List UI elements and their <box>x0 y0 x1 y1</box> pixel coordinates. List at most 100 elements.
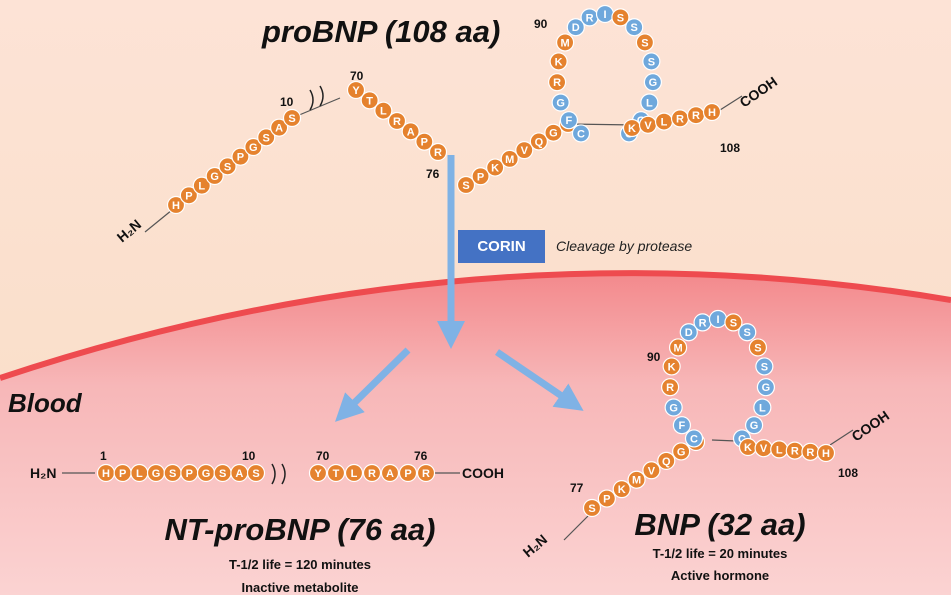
svg-text:P: P <box>421 137 428 149</box>
bnp-loop-residue: I <box>708 309 728 329</box>
svg-text:P: P <box>603 494 610 506</box>
svg-text:Y: Y <box>352 85 360 97</box>
bnp-marker-77: 77 <box>570 481 584 495</box>
probnp-seg2-residue: P <box>415 132 434 151</box>
svg-text:R: R <box>434 147 442 159</box>
bnp-loop-residue: M <box>668 338 688 357</box>
bnp-loop-residue: S <box>755 357 774 376</box>
svg-text:V: V <box>644 120 652 132</box>
svg-text:V: V <box>521 145 529 157</box>
bnp-loop-residue: D <box>679 323 698 342</box>
bnp-loop-residue: S <box>724 313 743 332</box>
svg-text:F: F <box>566 115 573 127</box>
ntprobnp-seg1-residue: H <box>96 463 116 483</box>
svg-text:H: H <box>102 468 110 480</box>
probnp-tail-in-residue: K <box>486 158 505 177</box>
bnp-marker-90: 90 <box>647 350 661 364</box>
svg-text:K: K <box>555 56 563 68</box>
ntprobnp-seg1-residue: P <box>180 463 199 483</box>
ntprobnp-seg2-residue: Y <box>308 463 328 483</box>
svg-text:G: G <box>750 420 759 432</box>
probnp-loop-residue: G <box>551 93 570 112</box>
probnp-seg1-residue: L <box>192 176 211 195</box>
svg-text:L: L <box>759 402 766 414</box>
svg-text:R: R <box>422 468 430 480</box>
bnp-loop-residue: C <box>684 429 704 448</box>
ntprobnp-seg2-residue: L <box>344 463 364 483</box>
probnp-marker-70: 70 <box>350 69 364 83</box>
svg-text:L: L <box>198 181 205 193</box>
svg-text:R: R <box>368 468 376 480</box>
probnp-loop-residue: C <box>571 124 591 143</box>
ntprobnp-seg1-residue: G <box>146 463 166 483</box>
probnp-loop-residue: M <box>555 33 575 52</box>
probnp-tail-out-residue: L <box>654 112 674 131</box>
bnp-tail-in-residue: K <box>612 480 631 499</box>
svg-text:S: S <box>462 180 469 192</box>
svg-text:R: R <box>666 382 674 394</box>
svg-text:I: I <box>716 314 719 326</box>
bnp-tail-in-residue: G <box>672 442 691 461</box>
svg-text:L: L <box>646 97 653 109</box>
probnp-marker-108: 108 <box>720 141 740 155</box>
svg-text:A: A <box>386 468 394 480</box>
probnp-seg1-residue: H <box>166 195 186 215</box>
svg-text:R: R <box>699 317 707 329</box>
ntprobnp-marker-10: 10 <box>242 449 256 463</box>
probnp-loop-residue: S <box>635 33 655 52</box>
svg-text:S: S <box>263 132 270 144</box>
bnp-loop-residue: G <box>744 416 764 435</box>
svg-text:S: S <box>224 161 231 173</box>
svg-text:M: M <box>561 37 570 49</box>
bnp-half-life: T-1/2 life = 20 minutes <box>652 546 788 561</box>
svg-text:Y: Y <box>314 468 322 480</box>
bnp-title: BNP (32 aa) <box>634 507 806 542</box>
probnp-tail-out-residue: H <box>702 102 722 122</box>
svg-text:P: P <box>404 468 411 480</box>
probnp-tail-out-residue: V <box>638 115 658 134</box>
blood-region <box>0 273 951 595</box>
svg-text:P: P <box>186 468 193 480</box>
ntprobnp-role: Inactive metabolite <box>241 580 359 595</box>
svg-text:V: V <box>648 465 656 477</box>
svg-text:G: G <box>677 446 686 458</box>
ntprobnp-marker-76: 76 <box>414 449 428 463</box>
probnp-tail-in-residue: G <box>544 123 563 142</box>
probnp-loop-residue: G <box>643 73 662 92</box>
probnp-tail-out-residue: R <box>686 106 706 125</box>
bnp-tail-out-residue: K <box>738 437 758 457</box>
svg-text:S: S <box>744 327 751 339</box>
svg-text:R: R <box>393 116 401 128</box>
svg-text:H: H <box>822 448 830 460</box>
svg-text:G: G <box>762 382 771 394</box>
ntprobnp-seg2-residue: R <box>416 463 436 483</box>
svg-text:R: R <box>806 447 814 459</box>
svg-text:T: T <box>333 468 340 480</box>
svg-text:L: L <box>776 444 783 456</box>
svg-text:L: L <box>136 468 143 480</box>
svg-text:R: R <box>791 446 799 458</box>
ntprobnp-seg2-residue: R <box>362 463 382 483</box>
svg-text:H: H <box>708 107 716 119</box>
probnp-seg1-residue: A <box>270 118 289 137</box>
svg-text:L: L <box>351 468 358 480</box>
bnp-tail-out-residue: V <box>754 439 773 458</box>
probnp-tail-out-residue: R <box>670 109 690 128</box>
svg-text:R: R <box>586 12 594 24</box>
svg-text:S: S <box>648 56 655 68</box>
svg-text:V: V <box>760 443 768 455</box>
bnp-loop-residue: R <box>661 378 680 397</box>
bnp-tail-in-residue: P <box>597 489 616 508</box>
svg-text:S: S <box>169 468 176 480</box>
probnp-seg1-residue: G <box>244 137 263 157</box>
ntprobnp-seg2-residue: T <box>326 463 346 483</box>
bnp-tail-in-residue: Q <box>657 451 676 470</box>
svg-text:A: A <box>275 123 283 135</box>
ntprobnp-n-terminus: H₂N <box>30 465 56 481</box>
bnp-tail-out-residue: H <box>816 443 836 463</box>
svg-text:L: L <box>661 117 668 129</box>
ntprobnp-marker-1: 1 <box>100 449 107 463</box>
ntprobnp-seg2-residue: P <box>398 463 418 483</box>
